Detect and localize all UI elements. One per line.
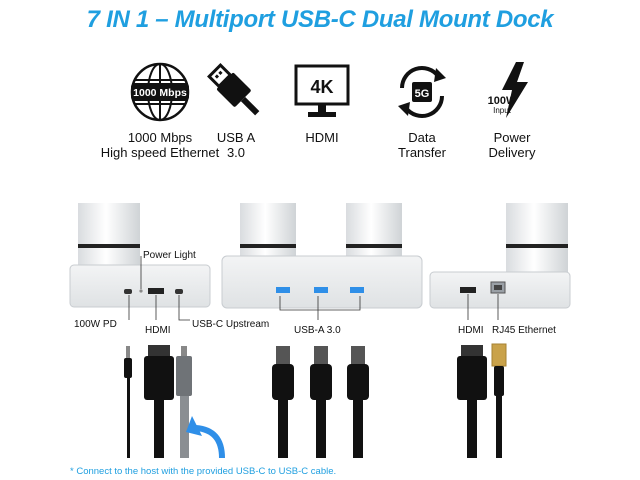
dock-module-middle bbox=[221, 203, 423, 309]
hdmi-cable-plug-left bbox=[148, 345, 170, 357]
usb-plug-icon bbox=[207, 63, 260, 116]
feature-usb-a: USB A 3.0 bbox=[176, 60, 296, 160]
hdmi-cable-plug-right bbox=[461, 345, 483, 357]
hdmi-right-label: HDMI bbox=[458, 325, 484, 336]
power-bolt-icon: 100W Input bbox=[488, 62, 528, 118]
feature-sublabel: Transfer bbox=[398, 145, 446, 160]
usb-a-port-3 bbox=[350, 287, 364, 293]
dock-module-left bbox=[69, 203, 211, 308]
feature-ethernet: 1000 Mbps 1000 Mbps High speed Ethernet bbox=[100, 60, 220, 160]
dock-module-right bbox=[429, 203, 571, 309]
rj45-cable-plug bbox=[491, 343, 507, 367]
usb-c-braided-plug bbox=[176, 356, 192, 396]
feature-power-delivery: 100W Input Power Delivery bbox=[452, 60, 572, 160]
globe-icon: 1000 Mbps bbox=[130, 62, 190, 122]
feature-label: HDMI bbox=[305, 130, 339, 145]
feature-hdmi: 4K HDMI bbox=[262, 60, 382, 145]
usba-label: USB-A 3.0 bbox=[294, 325, 341, 336]
pd-port-label: 100W PD bbox=[74, 319, 117, 330]
5g-badge: 5G bbox=[415, 88, 430, 100]
cables bbox=[124, 343, 507, 459]
power-light-label: Power Light bbox=[143, 250, 196, 261]
feature-label: Power bbox=[493, 130, 531, 145]
4k-badge: 4K bbox=[310, 77, 333, 97]
power-badge-sub: Input bbox=[493, 106, 512, 115]
hdmi-port-right bbox=[460, 287, 476, 293]
usb-c-cable-plug bbox=[124, 358, 132, 378]
feature-label: 1000 Mbps bbox=[127, 130, 193, 145]
data-transfer-icon: 5G bbox=[398, 66, 446, 118]
usb-a-port-2 bbox=[314, 287, 328, 293]
usb-a-cable-plug-1 bbox=[276, 346, 290, 364]
4k-display-icon: 4K bbox=[294, 64, 350, 117]
usb-c-upstream-port bbox=[175, 289, 183, 294]
feature-sublabel: High speed Ethernet bbox=[100, 145, 220, 160]
power-light-led bbox=[139, 289, 143, 293]
hdmi-port-left bbox=[148, 288, 164, 294]
feature-data-transfer: 5G Data Transfer bbox=[362, 60, 482, 160]
feature-label: USB A bbox=[216, 130, 256, 145]
connect-arrow-icon bbox=[195, 425, 225, 459]
rj45-label: RJ45 Ethernet bbox=[492, 325, 556, 336]
usb-c-pd-port bbox=[124, 289, 132, 294]
usb-a-port-1 bbox=[276, 287, 290, 293]
hdmi-left-label: HDMI bbox=[145, 325, 171, 336]
usbc-upstream-label: USB-C Upstream bbox=[192, 319, 270, 330]
feature-sublabel: Delivery bbox=[488, 145, 536, 160]
usb-a-cable-plug-2 bbox=[314, 346, 328, 364]
page-title: 7 IN 1 – Multiport USB-C Dual Mount Dock bbox=[86, 6, 554, 33]
usb-a-cable-plug-3 bbox=[351, 346, 365, 364]
footnote: * Connect to the host with the provided … bbox=[70, 466, 337, 477]
ethernet-badge: 1000 Mbps bbox=[133, 87, 187, 99]
power-badge: 100W bbox=[488, 95, 517, 107]
feature-label: Data bbox=[408, 130, 436, 145]
feature-sublabel: 3.0 bbox=[226, 145, 246, 160]
